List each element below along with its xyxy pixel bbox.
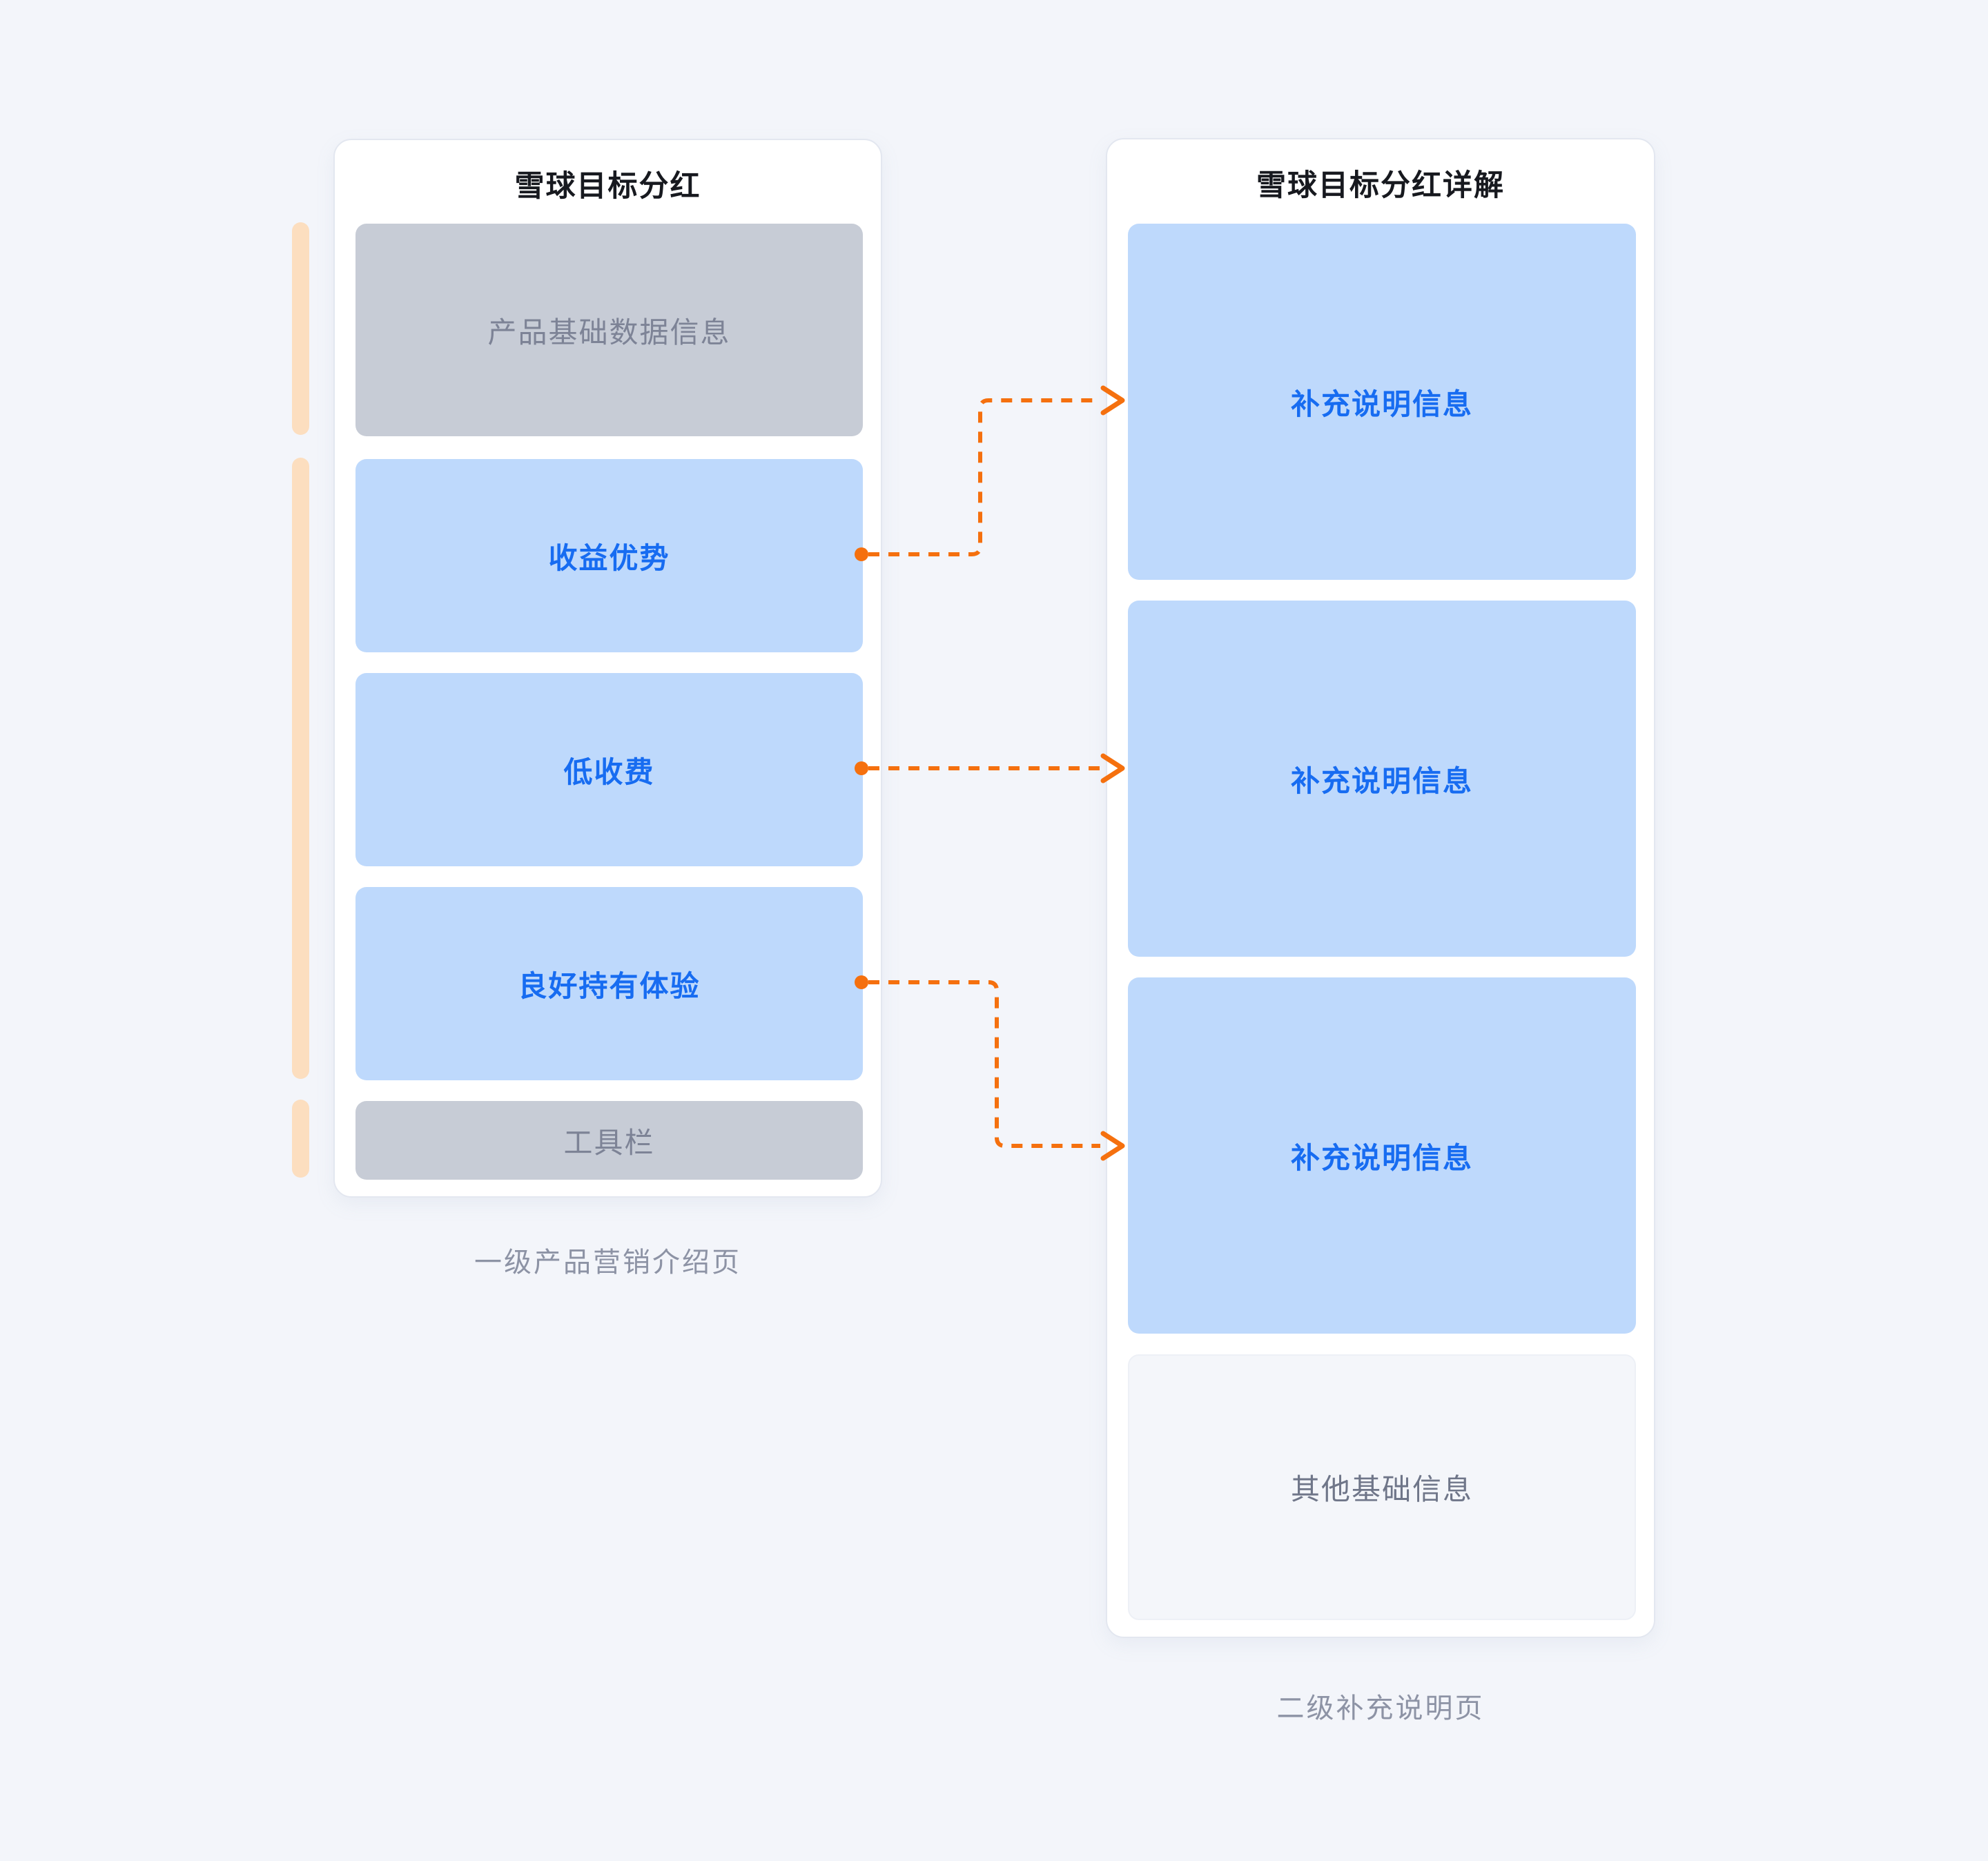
benefit-box: 收益优势 — [355, 459, 863, 652]
primary-page-caption: 一级产品营销介绍页 — [474, 1247, 741, 1278]
low-fee-label: 低收费 — [563, 755, 655, 788]
highlight-bar-product-data — [292, 222, 309, 435]
note-box-1: 补充说明信息 — [1128, 224, 1636, 580]
product-data-label: 产品基础数据信息 — [487, 315, 731, 349]
connector-dashed-line — [868, 398, 1100, 556]
connector-experience-to-note3 — [855, 975, 1125, 1161]
product-data-box: 产品基础数据信息 — [355, 224, 863, 436]
note-label-3: 补充说明信息 — [1290, 1141, 1473, 1174]
toolbar-label: 工具栏 — [563, 1126, 655, 1159]
connector-dashed-line — [868, 980, 1100, 1148]
low-fee-box: 低收费 — [355, 673, 863, 866]
connector-benefit-to-note1 — [855, 385, 1125, 561]
benefit-label: 收益优势 — [548, 541, 670, 574]
detail-page-frame: 雪球目标分红详解 补充说明信息 补充说明信息 补充说明信息 其他基础信息 — [1106, 138, 1655, 1638]
primary-page-title: 雪球目标分红 — [514, 170, 701, 203]
highlight-bar-toolbar — [292, 1100, 309, 1178]
note-box-2: 补充说明信息 — [1128, 601, 1636, 957]
note-label-1: 补充说明信息 — [1290, 387, 1473, 420]
other-info-box: 其他基础信息 — [1128, 1354, 1636, 1620]
connector-lowfee-to-note2 — [855, 753, 1125, 783]
highlight-bar-feature-group — [292, 458, 309, 1079]
detail-page-title: 雪球目标分红详解 — [1256, 169, 1505, 202]
holding-experience-label: 良好持有体验 — [518, 969, 701, 1002]
note-label-2: 补充说明信息 — [1290, 764, 1473, 797]
other-info-label: 其他基础信息 — [1290, 1473, 1473, 1506]
holding-experience-box: 良好持有体验 — [355, 887, 863, 1080]
toolbar-box: 工具栏 — [355, 1101, 863, 1180]
detail-page-caption: 二级补充说明页 — [1276, 1693, 1485, 1724]
primary-page-frame: 雪球目标分红 产品基础数据信息 收益优势 低收费 良好持有体验 工具栏 — [333, 139, 882, 1198]
note-box-3: 补充说明信息 — [1128, 977, 1636, 1334]
